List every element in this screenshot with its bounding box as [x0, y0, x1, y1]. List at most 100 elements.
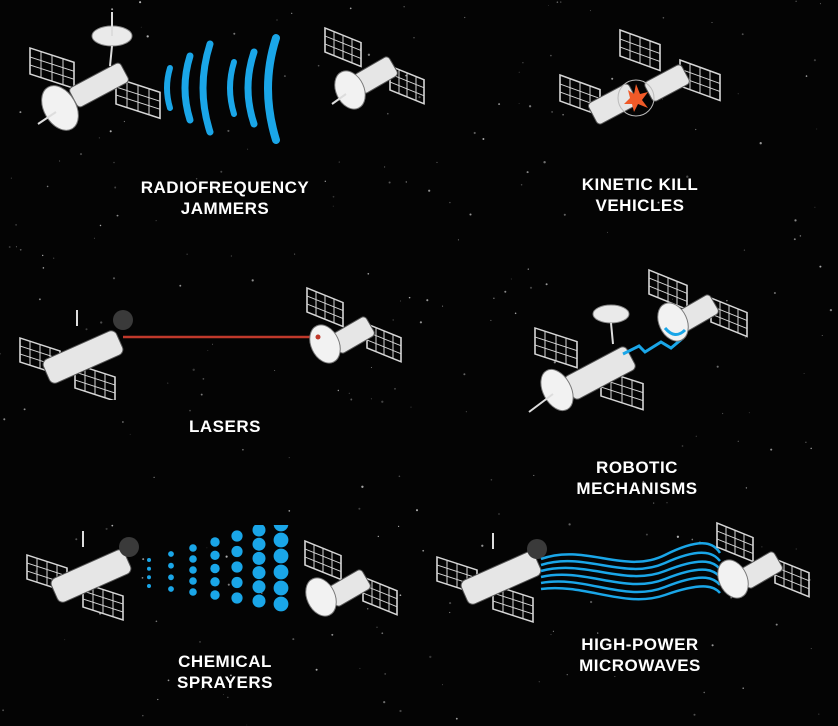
- star: [745, 487, 748, 489]
- star: [129, 433, 131, 435]
- spray-droplet: [189, 566, 197, 574]
- spray-droplet: [273, 596, 289, 612]
- star: [413, 37, 415, 39]
- star: [398, 475, 401, 478]
- star: [157, 698, 159, 701]
- star: [566, 674, 568, 676]
- star: [383, 700, 386, 704]
- star: [64, 639, 66, 641]
- star: [403, 6, 405, 8]
- star: [455, 717, 458, 720]
- star: [189, 685, 192, 687]
- star: [611, 77, 614, 80]
- spray-droplet: [210, 563, 220, 574]
- star: [810, 648, 812, 650]
- star: [799, 235, 802, 237]
- spray-droplet: [168, 562, 174, 569]
- star: [350, 398, 353, 401]
- star: [324, 180, 326, 182]
- star: [805, 441, 807, 443]
- star: [15, 246, 17, 248]
- star: [139, 1, 142, 4]
- star: [230, 255, 233, 257]
- star: [376, 626, 378, 628]
- star: [384, 672, 387, 675]
- star: [490, 319, 492, 321]
- star: [490, 479, 493, 481]
- star: [568, 523, 571, 526]
- star: [449, 602, 452, 605]
- robotic-arm: [622, 336, 684, 356]
- star: [730, 597, 732, 599]
- star: [113, 161, 115, 164]
- star: [465, 411, 467, 413]
- star: [155, 620, 158, 623]
- star: [408, 296, 411, 299]
- star: [642, 480, 645, 483]
- spray-droplet: [189, 577, 197, 585]
- laser-illustration: [19, 286, 402, 400]
- star: [711, 644, 714, 647]
- star: [400, 300, 402, 302]
- star: [179, 284, 182, 287]
- spray-droplet: [189, 588, 197, 596]
- star: [42, 254, 44, 257]
- radio-wave-signal: [164, 34, 280, 144]
- star: [510, 278, 512, 280]
- star: [606, 231, 608, 233]
- star: [759, 142, 762, 145]
- star: [527, 268, 529, 270]
- star: [399, 709, 402, 713]
- spray-droplet: [252, 566, 266, 580]
- star: [348, 392, 350, 394]
- star: [795, 548, 797, 550]
- spray-droplet: [189, 555, 197, 563]
- star: [63, 78, 65, 81]
- star: [829, 308, 833, 312]
- spray-droplet: [210, 550, 220, 560]
- star: [142, 558, 145, 561]
- star: [721, 412, 724, 415]
- star: [405, 74, 407, 77]
- chemical-spray-droplets: [147, 525, 289, 612]
- label-lasers: LASERS: [189, 417, 261, 436]
- star: [589, 600, 593, 604]
- spray-droplet: [168, 586, 174, 592]
- star: [15, 224, 17, 226]
- star: [814, 206, 816, 208]
- star: [111, 8, 114, 11]
- star: [695, 128, 697, 131]
- star: [594, 488, 596, 490]
- star: [59, 160, 61, 162]
- star: [428, 189, 431, 192]
- spray-droplet: [252, 525, 266, 537]
- robotic-mechanism-illustration: [528, 268, 748, 413]
- star: [220, 170, 223, 173]
- star: [317, 64, 320, 67]
- star: [394, 387, 396, 390]
- spray-droplet: [252, 580, 266, 594]
- star: [493, 297, 495, 299]
- star: [246, 724, 248, 726]
- star: [552, 630, 554, 632]
- star: [711, 22, 713, 24]
- star: [255, 658, 257, 660]
- star: [233, 32, 236, 35]
- spray-droplet: [231, 592, 243, 604]
- spray-droplet: [147, 558, 151, 562]
- star: [38, 298, 41, 301]
- star: [23, 408, 26, 411]
- star: [146, 35, 149, 38]
- star: [140, 26, 142, 28]
- star: [819, 3, 821, 5]
- star: [716, 365, 719, 368]
- star: [666, 502, 668, 504]
- star: [99, 224, 102, 227]
- star: [418, 95, 421, 99]
- star: [8, 246, 11, 248]
- star: [589, 10, 591, 12]
- spray-droplet: [210, 537, 220, 547]
- star: [212, 343, 213, 345]
